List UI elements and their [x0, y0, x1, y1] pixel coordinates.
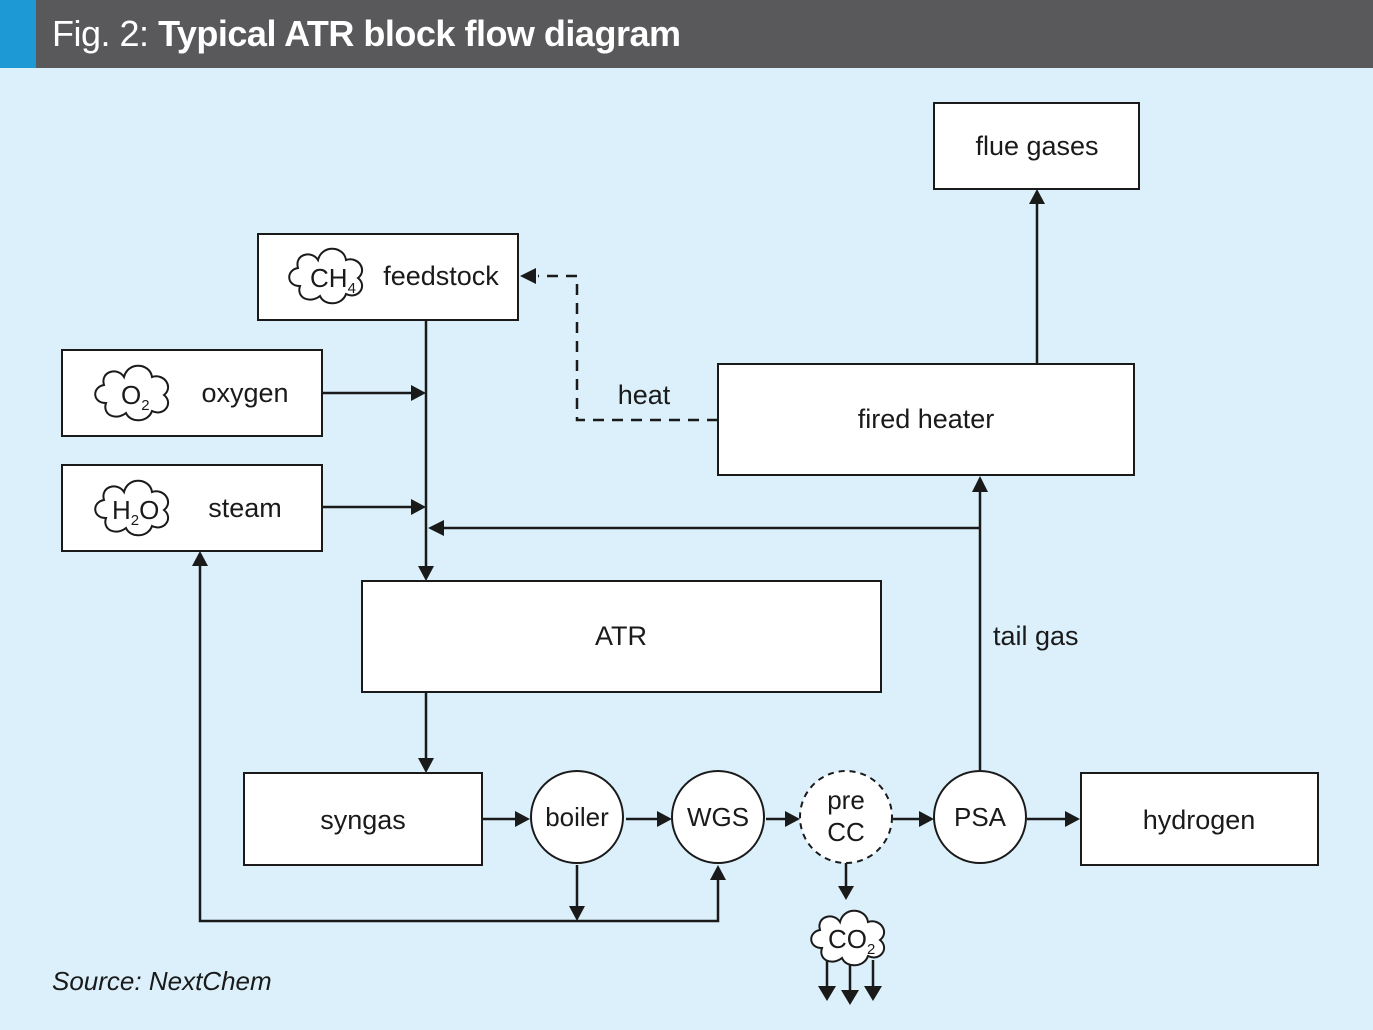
- psa-label: PSA: [954, 802, 1007, 832]
- boiler-node: boiler: [530, 770, 624, 864]
- flue-gases-box: flue gases: [933, 102, 1140, 190]
- arrow-recycle: [428, 520, 444, 536]
- arrow-precc: [785, 811, 800, 827]
- wgs-label: WGS: [687, 802, 749, 832]
- arrow-co2-out-1: [818, 986, 836, 1001]
- oxygen-label: oxygen: [201, 378, 288, 408]
- figure-number: Fig. 2:: [52, 13, 149, 54]
- arrow-wgs: [657, 811, 672, 827]
- ch4-icon-label: CH4: [310, 263, 356, 297]
- steam-label: steam: [208, 493, 282, 523]
- arrowheads: [192, 189, 1080, 1005]
- syngas-label: syngas: [320, 805, 406, 835]
- syngas-box: syngas: [243, 772, 483, 866]
- connectors: [198, 204, 1066, 992]
- hydrogen-label: hydrogen: [1143, 805, 1256, 835]
- co2-icon-label: CO2: [828, 924, 875, 958]
- arrow-heat: [520, 268, 536, 284]
- co2-output: CO2: [810, 909, 886, 967]
- water-loop-line: [198, 566, 720, 923]
- arrow-co2-out-3: [864, 986, 882, 1001]
- heat-dashed-line: [538, 274, 718, 422]
- arrow-co2: [838, 886, 854, 900]
- arrow-psa: [919, 811, 934, 827]
- h2o-icon-label: H2O: [112, 495, 159, 529]
- arrow-syngas: [418, 758, 434, 773]
- pre-cc-node: pre CC: [799, 770, 893, 864]
- source-note: Source: NextChem: [52, 966, 272, 996]
- arrow-oxygen: [411, 385, 426, 401]
- atr-label: ATR: [595, 621, 647, 651]
- heat-label: heat: [618, 380, 671, 410]
- pre-cc-line2: CC: [827, 817, 865, 847]
- arrow-flue: [1029, 189, 1045, 204]
- title-bar: [0, 0, 1373, 68]
- hydrogen-box: hydrogen: [1080, 772, 1319, 866]
- wgs-node: WGS: [671, 770, 765, 864]
- boiler-label: boiler: [545, 802, 609, 832]
- arrow-into-atr: [418, 566, 434, 581]
- flue-gases-label: flue gases: [975, 131, 1098, 161]
- pre-cc-line1: pre: [827, 785, 865, 815]
- title-accent: [0, 0, 36, 68]
- feedstock-label: feedstock: [383, 261, 499, 291]
- fired-heater-box: fired heater: [717, 363, 1135, 476]
- arrow-co2-out-2: [841, 990, 859, 1005]
- arrow-boiler-down: [569, 906, 585, 921]
- figure-title: Fig. 2: Typical ATR block flow diagram: [52, 10, 681, 58]
- arrow-fired-heater: [972, 476, 988, 492]
- arrow-boiler: [515, 811, 530, 827]
- feedstock-box: CH4 feedstock: [257, 233, 519, 321]
- arrow-steam-up: [192, 551, 208, 566]
- tail-gas-label: tail gas: [993, 621, 1079, 651]
- psa-node: PSA: [933, 770, 1027, 864]
- figure-title-text: Typical ATR block flow diagram: [158, 13, 681, 54]
- arrow-wgs-up: [710, 865, 726, 880]
- atr-box: ATR: [361, 580, 882, 693]
- steam-box: H2O steam: [61, 464, 323, 552]
- o2-icon-label: O2: [121, 380, 150, 414]
- oxygen-box: O2 oxygen: [61, 349, 323, 437]
- arrow-steam: [411, 499, 426, 515]
- fired-heater-label: fired heater: [858, 404, 995, 434]
- arrow-hydrogen: [1065, 811, 1080, 827]
